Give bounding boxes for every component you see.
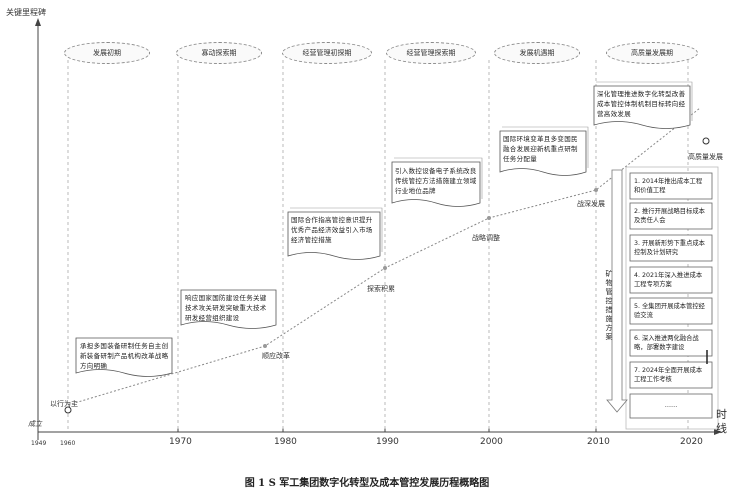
note-frame-2 — [180, 289, 277, 329]
note-1: 承担多国装备研制任务自主创新装备研制产品机构改革战略方向明确 — [80, 342, 169, 370]
year-label: 1970 — [169, 437, 192, 447]
note-frame-4 — [391, 161, 481, 207]
figure-caption: 图 1 S 军工集团数字化转型及成本管控发展历程概略图 — [244, 478, 490, 489]
note-frame-1 — [75, 337, 173, 377]
note-frame-6 — [593, 85, 691, 129]
milestone-node-quality — [702, 137, 710, 145]
cost-item-frame-7 — [629, 361, 713, 389]
year-label: 1960 — [60, 440, 76, 447]
milestone-label-deepen: 战深发展 — [577, 200, 605, 208]
note-frame-5 — [499, 130, 587, 176]
milestone-label-strategic: 战略调整 — [472, 234, 500, 242]
year-label: 1949 — [31, 440, 47, 447]
cost-item: 4. 2021年深入推进成本工程专项方案 — [634, 272, 703, 288]
milestone-label-quality: 高质量发展 — [688, 153, 723, 161]
milestone-node-adapt — [263, 344, 267, 348]
year-label: 1990 — [376, 437, 399, 447]
cost-item-frame-more — [629, 393, 713, 419]
phase-label: 寡动探索期 — [176, 42, 262, 64]
milestone-label-adapt: 顺应改革 — [262, 352, 290, 360]
milestone-node-explore — [383, 266, 387, 270]
year-label: 2000 — [480, 437, 503, 447]
cost-item: 1. 2014年推出成本工程和价值工程 — [634, 178, 703, 194]
cost-item-frame-6 — [629, 329, 713, 357]
phase-label: 经营管理初探期 — [282, 42, 372, 64]
milestone-node-deepen — [594, 188, 598, 192]
note-5: 国际环境变革且多变国民融合发展迎新机重点研制任务分配量 — [503, 135, 578, 163]
cost-item-frame-4 — [629, 266, 713, 294]
x-axis-label-top: 时 — [716, 408, 727, 421]
note-frame-3 — [287, 211, 381, 260]
x-axis-label-bottom: 线 — [716, 422, 727, 435]
milestone-node-start — [64, 406, 72, 414]
note-3: 国际合作指高管控意识提升优秀产品经济效益引入市场经济管控措施 — [291, 216, 373, 244]
cost-item-frame-5 — [629, 297, 713, 325]
cost-item-frame-2 — [629, 202, 713, 230]
y-axis-arrow — [35, 18, 41, 26]
note-2: 响应国家国防建设任务关键技术攻关研发突破重大技术研发经营组织建设 — [185, 294, 267, 322]
phase-label: 经营管理探索期 — [386, 42, 476, 64]
cost-measures-label: 矿物管控措施方案 — [605, 270, 613, 341]
cost-item-more: …… — [664, 402, 678, 409]
cost-item: 3. 开展新形势下重点成本控制及计划研究 — [634, 240, 705, 256]
note-6: 深化管理推进数字化转型改善成本管控体制机制目标转向经营高效发展 — [597, 90, 686, 118]
down-arrow-icon — [606, 169, 628, 413]
cost-item: 6. 深入推进两化融合战略，部署数字建设 — [634, 335, 699, 351]
milestone-label-explore: 探索积累 — [367, 285, 395, 293]
cost-stack-frame — [625, 166, 719, 430]
cost-item-frame-3 — [629, 234, 713, 262]
phase-label: 发展初期 — [64, 42, 150, 64]
y-axis-label: 关键里程碑 — [6, 8, 46, 17]
origin-label: 成立 — [28, 420, 42, 428]
cost-item: 5. 全集团开展成本管控经验交流 — [634, 303, 705, 319]
milestone-label-start: 以行为主 — [50, 400, 78, 408]
milestone-node-strategic — [487, 216, 491, 220]
phase-label: 高质量发展期 — [606, 42, 698, 64]
phase-label: 发展机遇期 — [494, 42, 580, 64]
x-axis-arrow — [714, 429, 722, 435]
cost-item: 2. 推行开展战略目标成本及责任人会 — [634, 208, 705, 224]
year-label: 1980 — [274, 437, 297, 447]
cost-item: 7. 2024年全面开展成本工程工作考核 — [634, 367, 703, 383]
year-label: 2020 — [680, 437, 703, 447]
year-label: 2010 — [587, 437, 610, 447]
cost-item-frame-1 — [629, 172, 713, 200]
note-4: 引入数控设备电子系统改良传统管控方法措施建立领域行业地位品牌 — [395, 167, 477, 195]
